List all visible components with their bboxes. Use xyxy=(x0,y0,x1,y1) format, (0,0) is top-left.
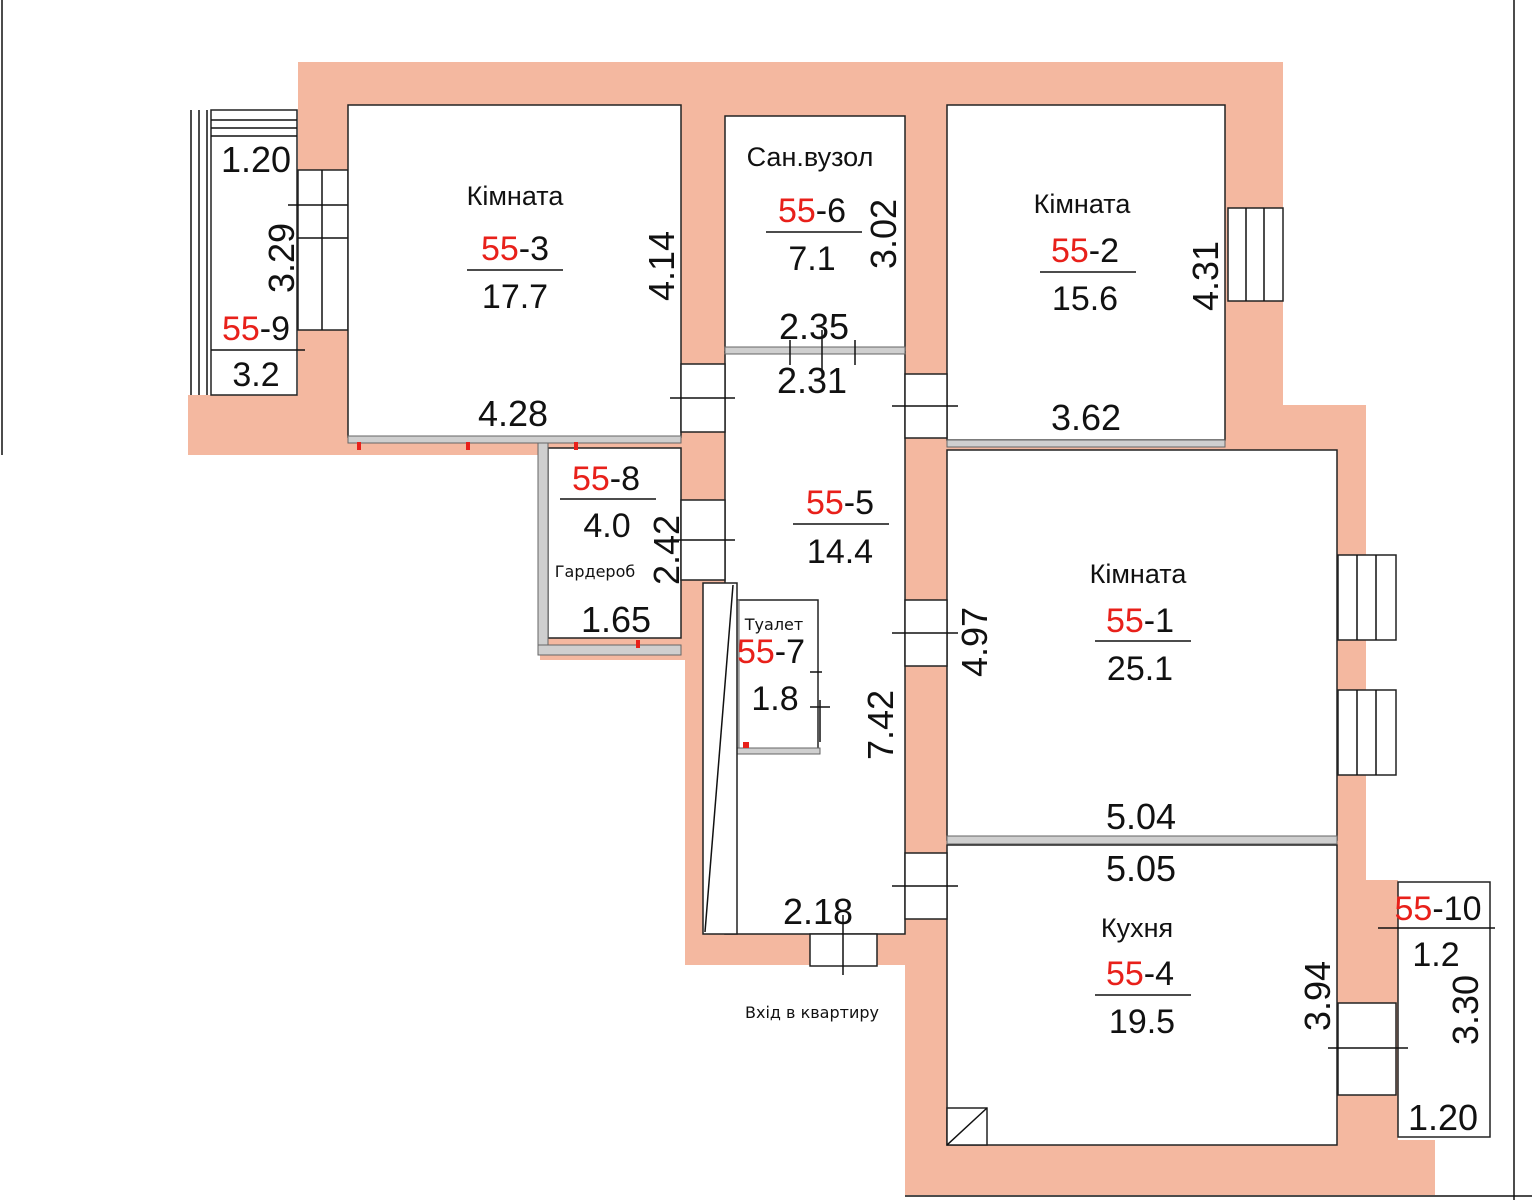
outside-area xyxy=(685,968,905,1200)
partition xyxy=(946,835,1338,845)
tick xyxy=(743,742,749,748)
tick xyxy=(357,442,361,450)
room-area-55-10: 1.2 xyxy=(1412,936,1459,974)
room-55-7 xyxy=(737,599,819,751)
balcony-55-9 xyxy=(210,109,298,396)
room-label-55-7: Туалет xyxy=(744,615,803,634)
loggia-55-10 xyxy=(1397,881,1491,1138)
room-number-55-7: 55-7 xyxy=(737,633,805,671)
dim-room3-width: 4.28 xyxy=(478,393,548,434)
closet xyxy=(702,582,738,935)
room-label-55-4: Кухня xyxy=(1101,913,1173,943)
room-label-55-6: Сан.вузол xyxy=(747,142,874,172)
dim-bath-height: 3.02 xyxy=(863,199,904,269)
room-area-55-6: 7.1 xyxy=(788,240,835,278)
kitchen-door xyxy=(1337,1002,1397,1096)
dim-loggia-width: 1.20 xyxy=(1408,1097,1478,1138)
room-number-55-5: 55-5 xyxy=(806,484,874,522)
closet-diagonal xyxy=(704,584,734,933)
tick xyxy=(636,640,640,648)
room-area-55-9: 3.2 xyxy=(232,356,279,394)
partition xyxy=(537,644,682,656)
balcony-door xyxy=(297,169,349,331)
room-number-55-1: 55-1 xyxy=(1106,602,1174,640)
outside-area xyxy=(0,455,240,1200)
room-area-55-2: 15.6 xyxy=(1052,280,1118,318)
dim-balcony-height: 3.29 xyxy=(261,223,302,293)
room-label-55-2: Кімната xyxy=(1034,189,1132,219)
room-label-55-8: Гардероб xyxy=(555,562,635,581)
dim-room1-height: 4.97 xyxy=(954,607,995,677)
window xyxy=(1227,207,1284,302)
dim-hall-width: 2.18 xyxy=(783,891,853,932)
partition xyxy=(537,442,549,654)
dim-balcony-width: 1.20 xyxy=(221,139,291,180)
room-number-55-9: 55-9 xyxy=(222,310,290,348)
dim-hall-length: 7.42 xyxy=(860,690,901,760)
entrance-label: Вхід в квартиру xyxy=(745,1003,879,1022)
room-55-3 xyxy=(347,104,682,438)
dim-kitchen-width: 5.05 xyxy=(1106,848,1176,889)
dim-loggia-height: 3.30 xyxy=(1445,975,1486,1045)
room-area-55-3: 17.7 xyxy=(482,278,548,316)
outside-area xyxy=(540,660,685,1200)
dim-room2-width: 3.62 xyxy=(1051,397,1121,438)
kitchen-corner-line xyxy=(946,1107,988,1146)
partition xyxy=(724,346,906,355)
room-55-1 xyxy=(946,449,1338,841)
dim-bath-width-top: 2.35 xyxy=(779,306,849,347)
window xyxy=(1337,689,1397,776)
room-label-55-3: Кімната xyxy=(467,181,565,211)
room-area-55-1: 25.1 xyxy=(1107,650,1173,688)
dim-kitchen-height: 3.94 xyxy=(1297,961,1338,1031)
room-label-55-1: Кімната xyxy=(1090,559,1188,589)
dim-room1-width: 5.04 xyxy=(1106,796,1176,837)
room-area-55-5: 14.4 xyxy=(807,533,873,571)
room-number-55-6: 55-6 xyxy=(778,192,846,230)
dim-room3-height: 4.14 xyxy=(641,231,682,301)
tick xyxy=(574,442,578,450)
tick xyxy=(466,442,470,450)
partition xyxy=(734,747,821,755)
room-number-55-4: 55-4 xyxy=(1106,955,1174,993)
room-area-55-4: 19.5 xyxy=(1109,1003,1175,1041)
room-55-8 xyxy=(547,447,682,639)
dim-bath-width-bottom: 2.31 xyxy=(777,360,847,401)
room-area-55-7: 1.8 xyxy=(751,680,798,718)
window xyxy=(1337,554,1397,641)
dim-wardrobe-height: 2.42 xyxy=(646,515,687,585)
partition xyxy=(347,435,682,444)
room-area-55-8: 4.0 xyxy=(583,507,630,545)
room-number-55-2: 55-2 xyxy=(1051,232,1119,270)
partition xyxy=(946,439,1226,448)
room-number-55-8: 55-8 xyxy=(572,460,640,498)
room-number-55-10: 55-10 xyxy=(1395,890,1482,928)
dim-wardrobe-width: 1.65 xyxy=(581,599,651,640)
outside-area xyxy=(240,455,540,1200)
room-number-55-3: 55-3 xyxy=(481,230,549,268)
dim-room2-height: 4.31 xyxy=(1185,241,1226,311)
